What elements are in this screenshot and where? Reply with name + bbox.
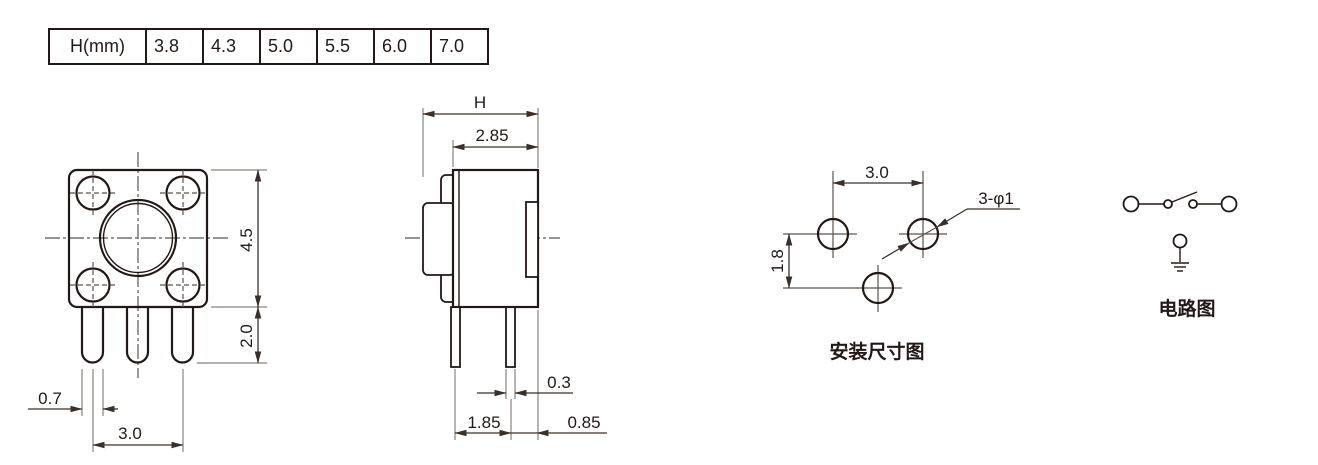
circuit-diagram-drawing: 电路图 <box>1122 191 1238 320</box>
ground-terminal-circle <box>1172 233 1188 249</box>
ground-symbol-icon <box>1171 262 1189 272</box>
mounting-crosshairs <box>783 171 947 312</box>
dim-label-pin-spacing: 3.0 <box>118 424 142 443</box>
contact-circle-left <box>1163 199 1173 209</box>
circuit-view-caption: 电路图 <box>1158 297 1215 320</box>
terminal-circle-right <box>1220 195 1238 213</box>
mounting-view-caption: 安装尺寸图 <box>829 340 924 363</box>
dim-label-pin-thickness: 0.3 <box>547 373 571 392</box>
mounting-layout-drawing: 3.0 1.8 3-φ1 安装尺寸图 <box>768 163 1020 363</box>
mounting-hole <box>816 217 850 251</box>
front-view-drawing: 4.5 2.0 0.7 3.0 <box>28 152 267 452</box>
table-value-cell: 7.0 <box>430 30 487 63</box>
dim-label-hole-offset: 1.8 <box>768 249 787 273</box>
dim-label-pin-pitch: 1.85 <box>467 413 500 432</box>
contact-circle-right <box>1188 199 1198 209</box>
dim-label-hole-spacing: 3.0 <box>865 163 889 182</box>
side-view-drawing: H 2.85 0.3 1.85 0.85 <box>405 93 607 440</box>
height-options-table: H(mm) 3.8 4.3 5.0 5.5 6.0 7.0 <box>48 28 489 65</box>
dim-label-body-height: 4.5 <box>237 228 256 252</box>
terminal-circle-left <box>1122 195 1140 213</box>
mounting-hole <box>861 271 895 305</box>
side-dimension-lines <box>422 110 607 437</box>
corner-standoffs <box>70 170 206 308</box>
button-inner-circle <box>102 202 174 274</box>
button-cap-side <box>422 202 456 276</box>
side-pin-left <box>450 306 461 368</box>
dim-label-pin-width: 0.7 <box>38 389 62 408</box>
table-value-cell: 4.3 <box>202 30 259 63</box>
switch-body-front-outline <box>67 168 209 309</box>
mounting-hole <box>906 217 940 251</box>
table-header-cell: H(mm) <box>70 36 125 56</box>
table-value-cell: 5.0 <box>259 30 316 63</box>
front-extension-lines <box>81 169 267 452</box>
dim-label-hole-note: 3-φ1 <box>978 189 1014 208</box>
side-pin-right <box>505 306 516 368</box>
dim-label-pin-to-edge: 0.85 <box>567 413 600 432</box>
side-terminal-panel <box>525 201 539 278</box>
table-value-cell: 5.5 <box>316 30 373 63</box>
mounting-dimension-lines <box>785 179 1020 289</box>
dim-label-total-height: H <box>474 93 486 112</box>
table-value-cell: 6.0 <box>373 30 430 63</box>
dim-label-body-width: 2.85 <box>475 126 508 145</box>
front-pins <box>80 307 195 364</box>
switch-body-side-outline <box>451 168 540 309</box>
dim-label-pin-length: 2.0 <box>237 324 256 348</box>
switch-blade <box>1171 191 1198 203</box>
front-dimension-lines <box>28 169 262 449</box>
button-outer-circle <box>98 198 178 278</box>
table-value-cell: 3.8 <box>145 30 202 63</box>
